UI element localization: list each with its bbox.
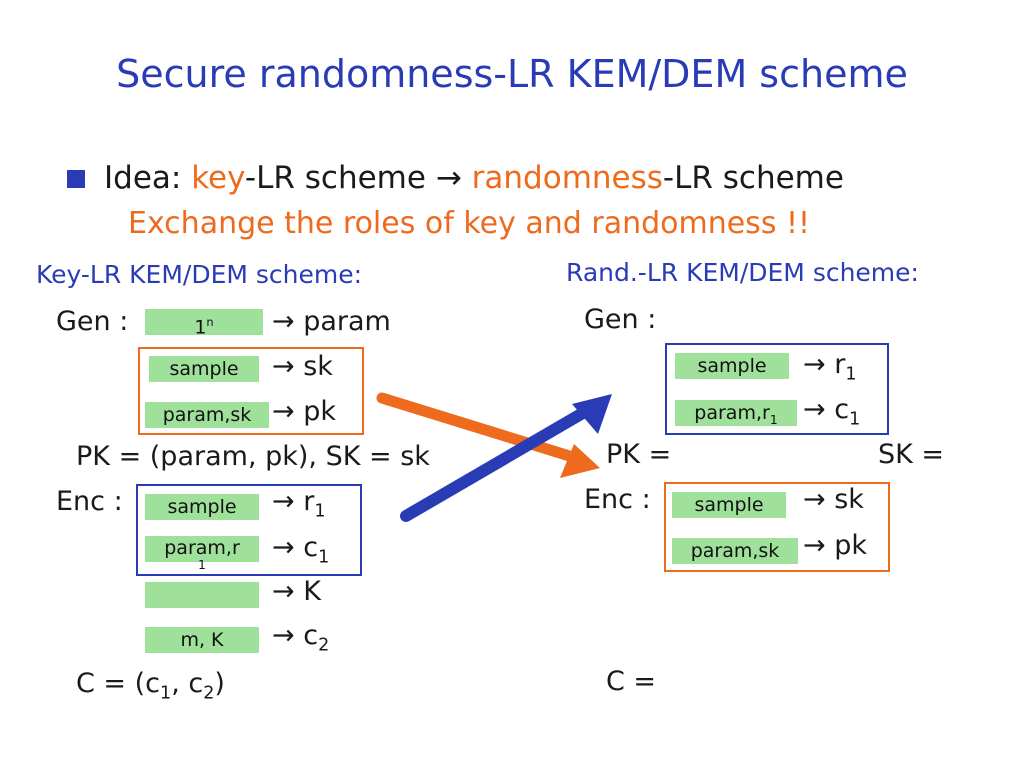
right-arrow-icon: →	[803, 394, 826, 425]
blue-arrow-icon	[400, 394, 612, 522]
right-enc-out-sk: → sk	[803, 484, 864, 515]
bullet-square-icon	[67, 170, 85, 188]
right-gen-out-c1: → c1	[803, 394, 861, 430]
right-enc-label: Enc :	[584, 484, 651, 515]
left-gen-out-sk: → sk	[272, 351, 333, 382]
right-sk-label: SK =	[878, 439, 945, 470]
right-arrow-icon: →	[803, 530, 826, 561]
idea-key: key	[191, 160, 245, 196]
right-enc-out-pk: → pk	[803, 530, 867, 561]
idea-line: Idea: key-LR scheme → randomness-LR sche…	[104, 160, 844, 196]
chip-param-sk: param,sk	[672, 538, 798, 564]
chip-sample: sample	[145, 494, 259, 520]
idea-prefix: Idea:	[104, 160, 192, 196]
left-enc-blue-box	[136, 484, 362, 576]
left-pk-sk-line: PK = (param, pk), SK = sk	[76, 441, 430, 472]
left-enc-out-c2: → c2	[272, 620, 330, 656]
idea-randomness: randomness	[471, 160, 663, 196]
right-arrow-icon: →	[435, 160, 462, 196]
left-enc-label: Enc :	[56, 486, 123, 517]
chip-empty	[145, 582, 259, 608]
left-enc-out-c1: → c1	[272, 532, 330, 568]
right-gen-label: Gen :	[584, 304, 657, 335]
chip-security-param: 1n	[145, 309, 263, 338]
chip-sample: sample	[675, 353, 789, 379]
left-gen-orange-box	[138, 347, 364, 435]
exchange-line: Exchange the roles of key and randomness…	[128, 206, 811, 241]
left-heading: Key-LR KEM/DEM scheme:	[36, 260, 363, 289]
right-arrow-icon: →	[272, 532, 295, 563]
right-arrow-icon: →	[272, 576, 295, 607]
right-arrow-icon: →	[272, 306, 295, 337]
right-arrow-icon: →	[803, 349, 826, 380]
left-enc-out-K: → K	[272, 576, 321, 607]
right-gen-blue-box	[665, 343, 889, 435]
right-c-label: C =	[606, 666, 657, 697]
right-heading: Rand.-LR KEM/DEM scheme:	[566, 258, 919, 287]
slide-title: Secure randomness-LR KEM/DEM scheme	[116, 52, 908, 96]
left-gen-out-param: → param	[272, 306, 391, 337]
chip-m-k: m, K	[145, 627, 259, 653]
left-gen-out-pk: → pk	[272, 396, 336, 427]
chip-param-sk: param,sk	[145, 402, 269, 428]
orange-arrow-icon	[376, 392, 600, 478]
right-pk-label: PK =	[606, 439, 672, 470]
right-arrow-icon: →	[272, 351, 295, 382]
right-arrow-icon: →	[272, 620, 295, 651]
right-arrow-icon: →	[272, 396, 295, 427]
idea-mid: -LR scheme	[244, 160, 436, 196]
chip-sample: sample	[149, 356, 259, 382]
left-c-line: C = (c1, c2)	[76, 668, 225, 704]
idea-suffix: -LR scheme	[662, 160, 844, 196]
right-enc-orange-box	[664, 482, 890, 572]
right-arrow-icon: →	[272, 486, 295, 517]
right-arrow-icon: →	[803, 484, 826, 515]
chip-param-r1: param,r1	[675, 400, 797, 427]
chip-sample: sample	[672, 492, 786, 518]
left-gen-label: Gen :	[56, 306, 129, 337]
left-enc-out-r1: → r1	[272, 486, 326, 522]
right-gen-out-r1: → r1	[803, 349, 857, 385]
